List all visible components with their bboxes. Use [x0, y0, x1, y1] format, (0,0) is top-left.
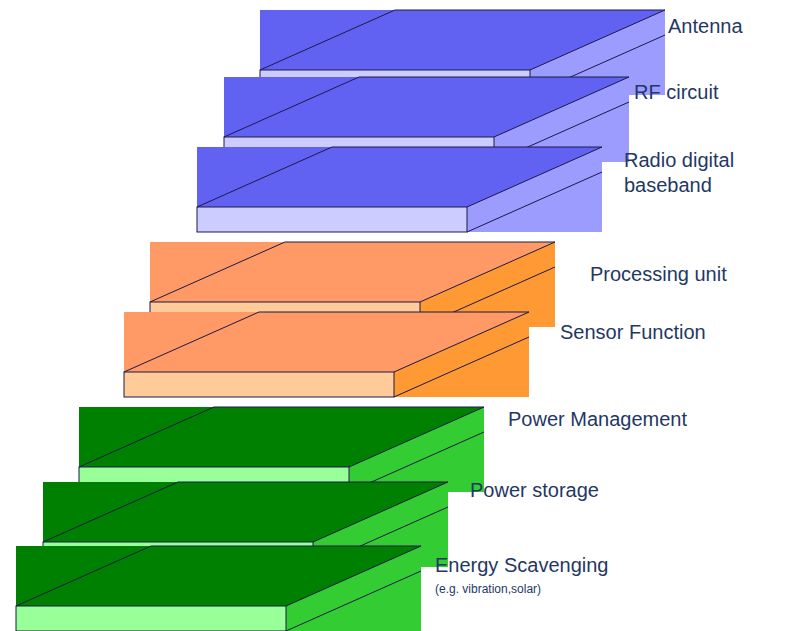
- layer-label: Power Management: [508, 407, 687, 432]
- slab-front: [197, 207, 467, 232]
- slab-edge: [394, 337, 529, 397]
- layer-label: Energy Scavenging: [435, 553, 608, 578]
- slab-side: [286, 546, 421, 631]
- slab-front: [16, 606, 286, 631]
- slab-edge: [79, 407, 484, 467]
- layer-label: RF circuit: [634, 80, 718, 105]
- slab-front: [124, 372, 394, 397]
- slab-edge: [124, 312, 529, 372]
- layer-label: Radio digital baseband: [624, 148, 749, 198]
- slab-side: [467, 147, 602, 232]
- slab-edge: [16, 546, 421, 606]
- layer-label: Antenna: [668, 14, 743, 39]
- slab-edge: [43, 482, 448, 542]
- slab-edge: [150, 242, 555, 302]
- layer-label: Sensor Function: [560, 320, 706, 345]
- slab-edge: [224, 77, 629, 137]
- slab-edge: [197, 147, 602, 207]
- slab-edge: [260, 10, 665, 70]
- slab-side: [394, 312, 529, 397]
- slab-side: [349, 407, 484, 492]
- layer-label: (e.g. vibration,solar): [435, 582, 541, 597]
- layer-label: Power storage: [470, 478, 599, 503]
- layer-label: Processing unit: [590, 262, 727, 287]
- slab-edge: [286, 571, 421, 631]
- slab-edge: [467, 172, 602, 232]
